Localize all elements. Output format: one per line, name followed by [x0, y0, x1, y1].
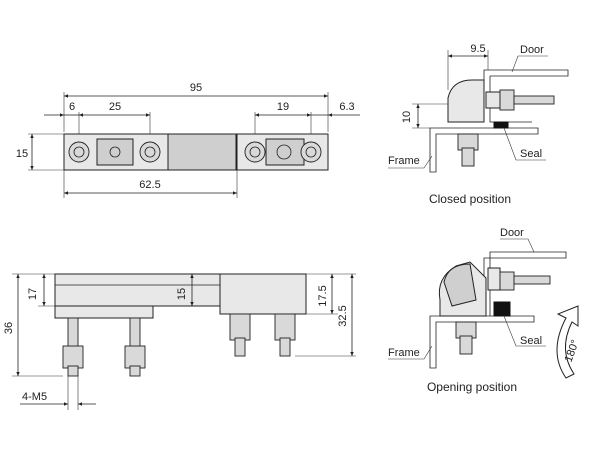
label-frame-opening: Frame: [388, 347, 420, 359]
closed-bolt: [513, 95, 555, 105]
dim-9-5: 9.5: [470, 43, 485, 55]
label-frame-closed: Frame: [388, 155, 420, 167]
bolt-heads-top: [68, 141, 322, 163]
side-hinge-top: [54, 273, 221, 307]
opening-frame: [429, 315, 535, 369]
dim-36: 36: [3, 322, 15, 334]
side-right-bolts: [229, 313, 296, 357]
dim-17: 17: [27, 288, 39, 300]
closed-detail: 9.5 10 Door Frame Seal Closed position: [388, 43, 569, 206]
opening-bolt: [513, 275, 551, 285]
dim-spacing-25: 25: [109, 101, 121, 113]
rotation-arrow-icon: [556, 305, 579, 379]
side-view: 17 36 15 17.5 32.5 4-M5: [3, 273, 356, 410]
top-left-block: [96, 138, 134, 166]
dim-32-5: 32.5: [337, 305, 349, 326]
dim-10: 10: [401, 111, 413, 123]
side-right-leaf: [219, 273, 307, 315]
dim-spacing-19: 19: [277, 101, 289, 113]
side-left-bolts: [62, 317, 146, 377]
top-right-block: [265, 138, 305, 166]
dim-right-offset-6-3: 6.3: [339, 101, 354, 113]
label-door-opening: Door: [500, 227, 524, 239]
dim-15-side: 15: [176, 288, 188, 300]
dim-left-offset-6: 6: [69, 101, 75, 113]
dim-height-15: 15: [16, 148, 28, 160]
label-seal-closed: Seal: [520, 148, 542, 160]
label-door-closed: Door: [520, 44, 544, 56]
dim-overall-95: 95: [190, 82, 202, 94]
dim-base-62-5: 62.5: [139, 179, 160, 191]
caption-opening: Opening position: [427, 380, 517, 394]
dim-17-5: 17.5: [317, 285, 329, 306]
closed-seal: [493, 121, 509, 129]
opening-door: [483, 251, 567, 316]
top-hinge-body: [167, 133, 237, 171]
opening-seal: [493, 301, 511, 317]
label-seal-opening: Seal: [520, 335, 542, 347]
top-view: 95 6 25 19 6.3 15 62.5: [16, 82, 360, 198]
opening-detail: Door Frame Seal 180° Opening position: [388, 227, 582, 394]
side-left-leaf: [54, 305, 154, 319]
caption-closed: Closed position: [429, 192, 511, 206]
dim-4-m5: 4-M5: [22, 391, 47, 403]
